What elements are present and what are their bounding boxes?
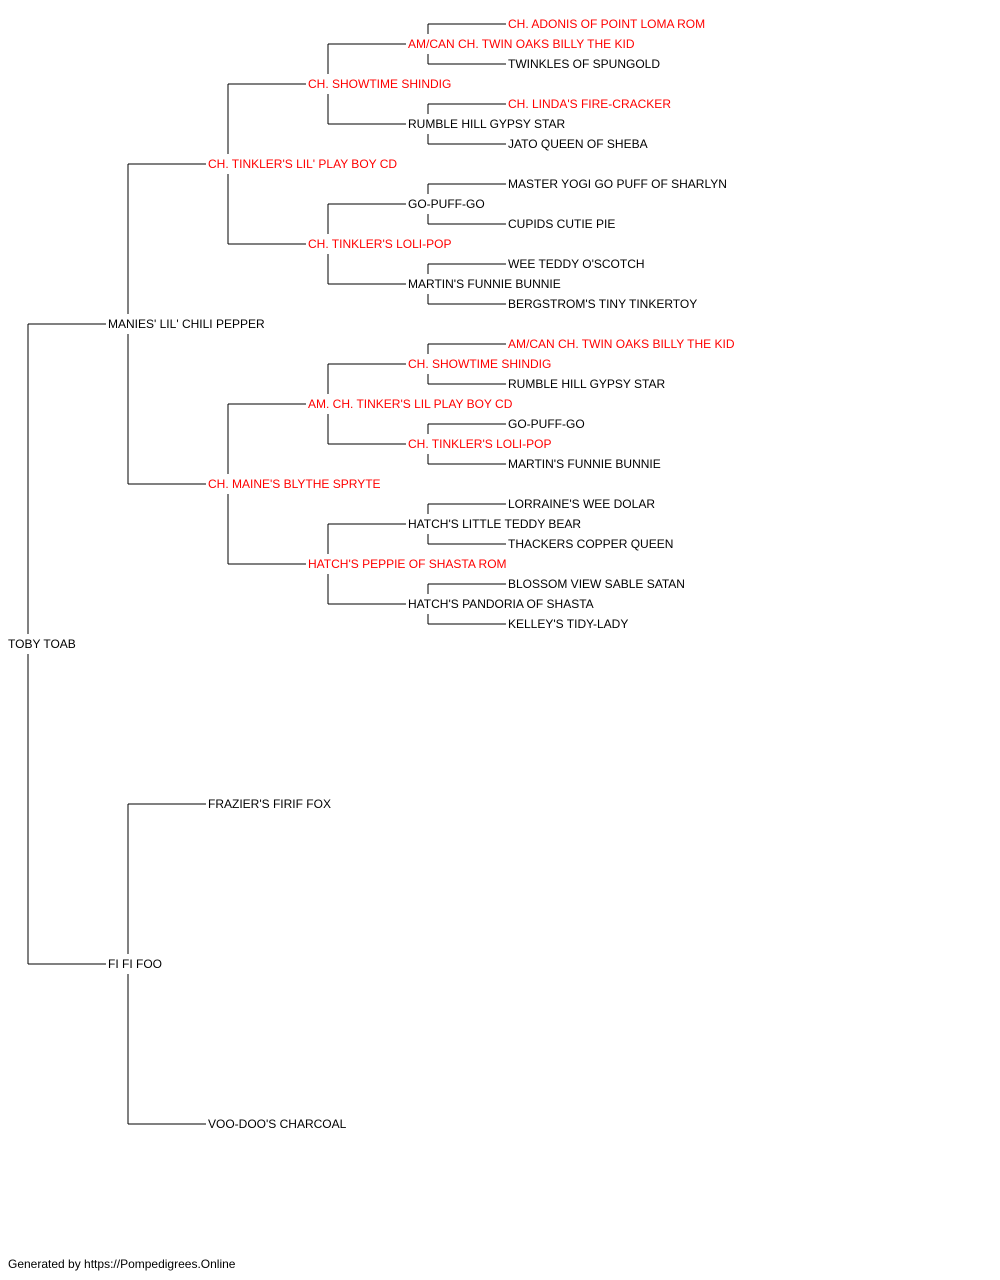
pedigree-node-gen2: CH. MAINE'S BLYTHE SPRYTE [208,477,381,491]
pedigree-node-gen4: RUMBLE HILL GYPSY STAR [408,117,566,131]
pedigree-node-gen5: AM/CAN CH. TWIN OAKS BILLY THE KID [508,337,735,351]
pedigree-node-gen3: AM. CH. TINKER'S LIL PLAY BOY CD [308,397,513,411]
pedigree-node-gen5: TWINKLES OF SPUNGOLD [508,57,661,71]
pedigree-node-gen3: CH. TINKLER'S LOLI-POP [308,237,452,251]
pedigree-node-gen5: MARTIN'S FUNNIE BUNNIE [508,457,661,471]
pedigree-node-gen5: BERGSTROM'S TINY TINKERTOY [508,297,698,311]
pedigree-node-gen5: THACKERS COPPER QUEEN [508,537,674,551]
pedigree-node-gen5: CH. ADONIS OF POINT LOMA ROM [508,17,706,31]
pedigree-node-gen5: WEE TEDDY O'SCOTCH [508,257,645,271]
pedigree-node-gen5: BLOSSOM VIEW SABLE SATAN [508,577,685,591]
pedigree-node-gen0: TOBY TOAB [8,637,76,651]
pedigree-node-gen2: FRAZIER'S FIRIF FOX [208,797,331,811]
pedigree-node-gen3: HATCH'S PEPPIE OF SHASTA ROM [308,557,507,571]
pedigree-node-gen4: AM/CAN CH. TWIN OAKS BILLY THE KID [408,37,635,51]
pedigree-node-gen5: CH. LINDA'S FIRE-CRACKER [508,97,671,111]
pedigree-node-gen4: HATCH'S LITTLE TEDDY BEAR [408,517,581,531]
pedigree-node-gen1: FI FI FOO [108,957,162,971]
pedigree-node-gen1: MANIES' LIL' CHILI PEPPER [108,317,265,331]
pedigree-node-gen4: CH. SHOWTIME SHINDIG [408,357,552,371]
pedigree-node-gen5: CUPIDS CUTIE PIE [508,217,616,231]
pedigree-node-gen2: CH. TINKLER'S LIL' PLAY BOY CD [208,157,398,171]
pedigree-node-gen3: CH. SHOWTIME SHINDIG [308,77,452,91]
pedigree-node-gen5: KELLEY'S TIDY-LADY [508,617,629,631]
pedigree-node-gen4: CH. TINKLER'S LOLI-POP [408,437,552,451]
pedigree-node-gen4: GO-PUFF-GO [408,197,485,211]
pedigree-node-gen5: GO-PUFF-GO [508,417,585,431]
pedigree-node-gen4: HATCH'S PANDORIA OF SHASTA [408,597,594,611]
pedigree-node-gen5: RUMBLE HILL GYPSY STAR [508,377,666,391]
generated-by-footer: Generated by https://Pompedigrees.Online [8,1257,236,1271]
pedigree-node-gen2: VOO-DOO'S CHARCOAL [208,1117,347,1131]
pedigree-node-gen5: JATO QUEEN OF SHEBA [508,137,648,151]
pedigree-node-gen4: MARTIN'S FUNNIE BUNNIE [408,277,561,291]
pedigree-node-gen5: LORRAINE'S WEE DOLAR [508,497,655,511]
pedigree-node-gen5: MASTER YOGI GO PUFF OF SHARLYN [508,177,727,191]
